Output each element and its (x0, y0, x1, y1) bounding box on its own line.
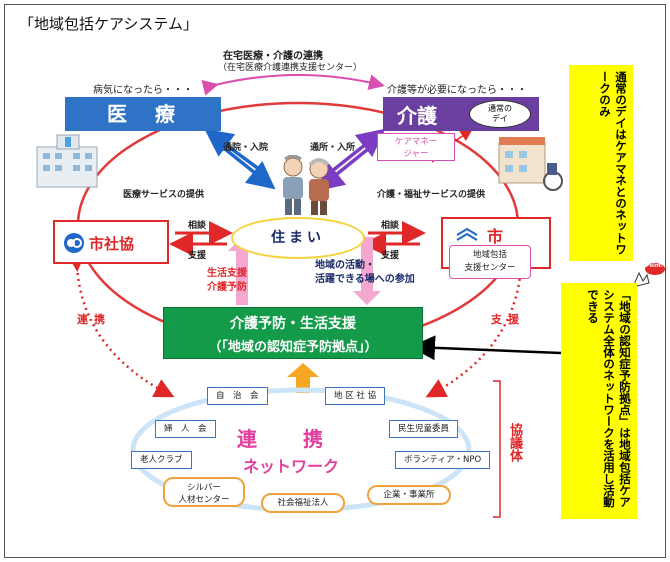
care-facility-icon (498, 137, 563, 191)
city-label: 市 (487, 227, 504, 246)
label-left-support: 支援 (188, 251, 207, 261)
label-renkei: 連携 (77, 313, 111, 326)
shashakyo-box: 市社協 (53, 220, 169, 264)
network-item-silver: シルバー 人材センター (163, 477, 245, 507)
label-medical-service: 医療サービスの提供 (123, 190, 205, 200)
point-hand-icon (632, 263, 665, 288)
home-ellipse: 住まい (231, 217, 365, 259)
label-activity: 地域の活動・ 活躍できる場への参加 (315, 260, 415, 285)
network-item-fujinkai: 婦 人 会 (155, 420, 216, 438)
sick-caption: 病気になったら・・・ (93, 85, 193, 96)
network-item-minsei: 民生児童委員 (389, 420, 459, 438)
note-normal-day: 通常のデイはケアマネとのネットワークのみ (569, 65, 633, 261)
coop-subtitle: （在宅医療介護連携支援センター） (218, 63, 363, 73)
shashakyo-logo-icon (64, 233, 84, 253)
arrow-iryo (218, 143, 276, 190)
normal-day-bubble: 通常の デイ (469, 100, 531, 128)
diagram-title: 「地域包括ケアシステム」 (19, 15, 198, 33)
network-item-jichikai: 自 治 会 (207, 387, 268, 405)
label-tsuin: 通院・入院 (223, 143, 269, 153)
care-manager-box: ケアマネー ジャー (377, 133, 455, 161)
network-center-line2: ネットワーク (243, 457, 340, 476)
network-item-business: 企業・事業所 (367, 485, 451, 505)
network-item-volunteer: ボランティア・NPO (395, 451, 491, 469)
city-logo-icon (456, 227, 478, 241)
shashakyo-label: 市社協 (89, 235, 135, 253)
network-center-line1: 連 携 (237, 427, 325, 451)
label-tsusho: 通所・入所 (310, 143, 356, 153)
prevention-line1: 介護予防・生活支援 (230, 316, 356, 332)
network-item-chiku-shakyo: 地 区 社 協 (325, 387, 386, 405)
diagram-frame: 「地域包括ケアシステム」 (4, 4, 666, 558)
arrow-kaigo (315, 143, 375, 192)
medical-box: 医 療 (65, 97, 221, 131)
council-label: 協議体 (507, 423, 522, 462)
care-box: 介護 通常の デイ (383, 97, 539, 131)
care-caption: 介護等が必要になったら・・・ (387, 85, 527, 96)
point-badge-text: Point! (646, 263, 664, 269)
label-left-consult: 相談 (188, 221, 207, 231)
label-life-support: 生活支援 介護予防 (207, 268, 247, 293)
note-prevention-hub: 「地域の認知症予防拠点」は地域包括ケアシステム全体のネットワークを活用し活動でき… (561, 283, 637, 519)
network-item-welfare-corp: 社会福祉法人 (261, 493, 345, 513)
coop-title: 在宅医療・介護の連携 (223, 51, 323, 62)
elderly-couple-icon (283, 155, 330, 215)
coop-arrow (201, 74, 385, 96)
label-right-support: 支援 (381, 251, 400, 261)
network-item-roujin-club: 老人クラブ (131, 451, 192, 469)
prevention-line2: （「地域の認知症予防拠点」） (208, 340, 378, 355)
prevention-hub-box: 介護予防・生活支援 （「地域の認知症予防拠点」） (163, 307, 423, 359)
care-label: 介護 (397, 104, 437, 128)
label-right-consult: 相談 (381, 221, 400, 231)
label-care-service: 介護・福祉サービスの提供 (377, 190, 486, 200)
hospital-icon (36, 134, 98, 188)
comprehensive-support-center: 地域包括 支援センター (449, 245, 531, 279)
label-shien: 支援 (491, 313, 525, 326)
